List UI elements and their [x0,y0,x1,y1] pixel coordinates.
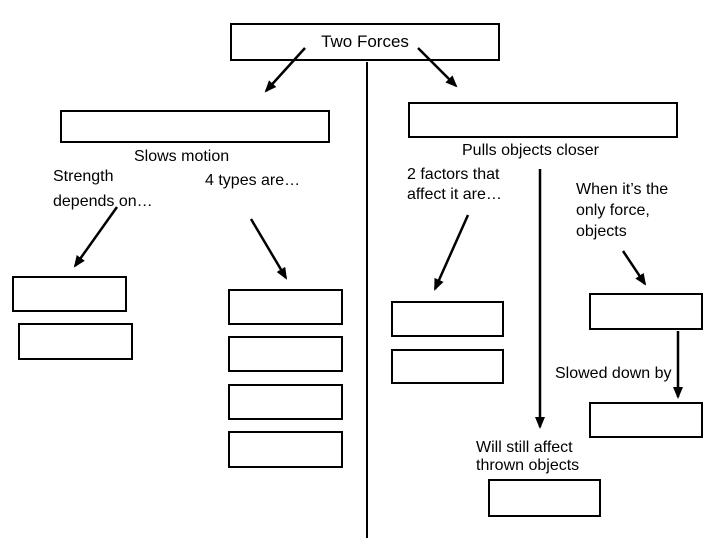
strength-depends-label: Strength depends on… [53,168,153,210]
arrow-types-icon [249,218,288,280]
type-answer-box-2[interactable] [228,336,343,372]
slows-motion-label: Slows motion [134,148,230,165]
thrown-answer-box[interactable] [488,479,601,517]
only-force-label: When it’s the only force, objects [576,181,669,240]
right-force-name-box[interactable] [408,102,678,138]
pulls-closer-label: Pulls objects closer [462,142,599,159]
slowed-down-by-label: Slowed down by [555,365,672,382]
type-answer-box-3[interactable] [228,384,343,420]
two-factors-label: 2 factors that affect it are… [407,166,502,203]
type-answer-box-4[interactable] [228,431,343,468]
only-force-answer-box[interactable] [589,293,703,330]
strength-answer-box-2[interactable] [18,323,133,360]
arrow-factors-icon [433,214,470,291]
factor-answer-box-2[interactable] [391,349,504,384]
factor-answer-box-1[interactable] [391,301,504,337]
arrow-strength-icon [73,206,119,268]
four-types-label: 4 types are… [205,172,301,189]
diagram-title: Two Forces [321,32,409,51]
type-answer-box-1[interactable] [228,289,343,325]
left-force-name-box[interactable] [60,110,330,143]
root-box: Two Forces [230,23,500,61]
slowed-by-answer-box[interactable] [589,402,703,438]
arrow-only-force-icon [621,250,647,286]
strength-answer-box-1[interactable] [12,276,127,312]
still-affect-thrown-label: Will still affect thrown objects [476,439,580,474]
